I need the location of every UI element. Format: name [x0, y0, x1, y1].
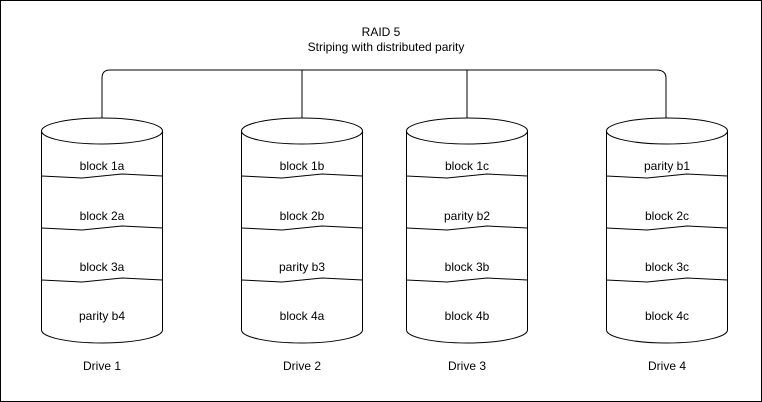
drive-cylinder-body [41, 131, 163, 344]
diagram-title: RAID 5 [362, 25, 401, 39]
block-separator [606, 277, 728, 283]
drive-label: Drive 4 [648, 359, 686, 373]
drives-group: block 1a block 2a block 3a parity b4 Drive 1… [41, 117, 728, 373]
block-label: parity b1 [644, 159, 690, 173]
block-label: block 4b [445, 309, 490, 323]
block-label: parity b3 [279, 260, 325, 274]
block-label: block 1b [280, 159, 325, 173]
drive-label: Drive 2 [283, 359, 321, 373]
block-separator [606, 225, 728, 231]
drive-3: block 1c parity b2 block 3b block 4b Drive 3 [406, 117, 528, 373]
block-separator [41, 173, 163, 179]
block-label: block 2b [280, 209, 325, 223]
drive-cylinder-top [606, 117, 728, 145]
block-label: block 4a [280, 309, 325, 323]
drive-cylinder-body [241, 131, 363, 344]
block-label: block 3a [80, 260, 125, 274]
drive-cylinder-body [606, 131, 728, 344]
connector-bus [101, 69, 667, 118]
block-separator [406, 225, 528, 231]
block-separator [406, 277, 528, 283]
block-separator [241, 225, 363, 231]
block-separator [241, 277, 363, 283]
block-separator [241, 173, 363, 179]
drive-label: Drive 3 [448, 359, 486, 373]
block-label: block 4c [645, 309, 689, 323]
drive-cylinder-top [41, 117, 163, 145]
drive-label: Drive 1 [83, 359, 121, 373]
drive-cylinder-body [406, 131, 528, 344]
block-label: block 1c [445, 159, 489, 173]
block-separator [41, 225, 163, 231]
block-label: block 2a [80, 209, 125, 223]
block-label: block 3c [645, 260, 689, 274]
diagram-subtitle: Striping with distributed parity [308, 40, 465, 54]
block-separator [406, 173, 528, 179]
block-label: block 1a [80, 159, 125, 173]
drive-2: block 1b block 2b parity b3 block 4a Drive 2 [241, 117, 363, 373]
block-label: block 2c [645, 209, 689, 223]
drive-cylinder-top [241, 117, 363, 145]
block-separator [41, 277, 163, 283]
drive-cylinder-top [406, 117, 528, 145]
block-separator [606, 173, 728, 179]
block-label: parity b2 [444, 209, 490, 223]
block-label: parity b4 [79, 309, 125, 323]
drive-1: block 1a block 2a block 3a parity b4 Drive 1 [41, 117, 163, 373]
block-label: block 3b [445, 260, 490, 274]
drive-4: parity b1 block 2c block 3c block 4c Drive 4 [606, 117, 728, 373]
